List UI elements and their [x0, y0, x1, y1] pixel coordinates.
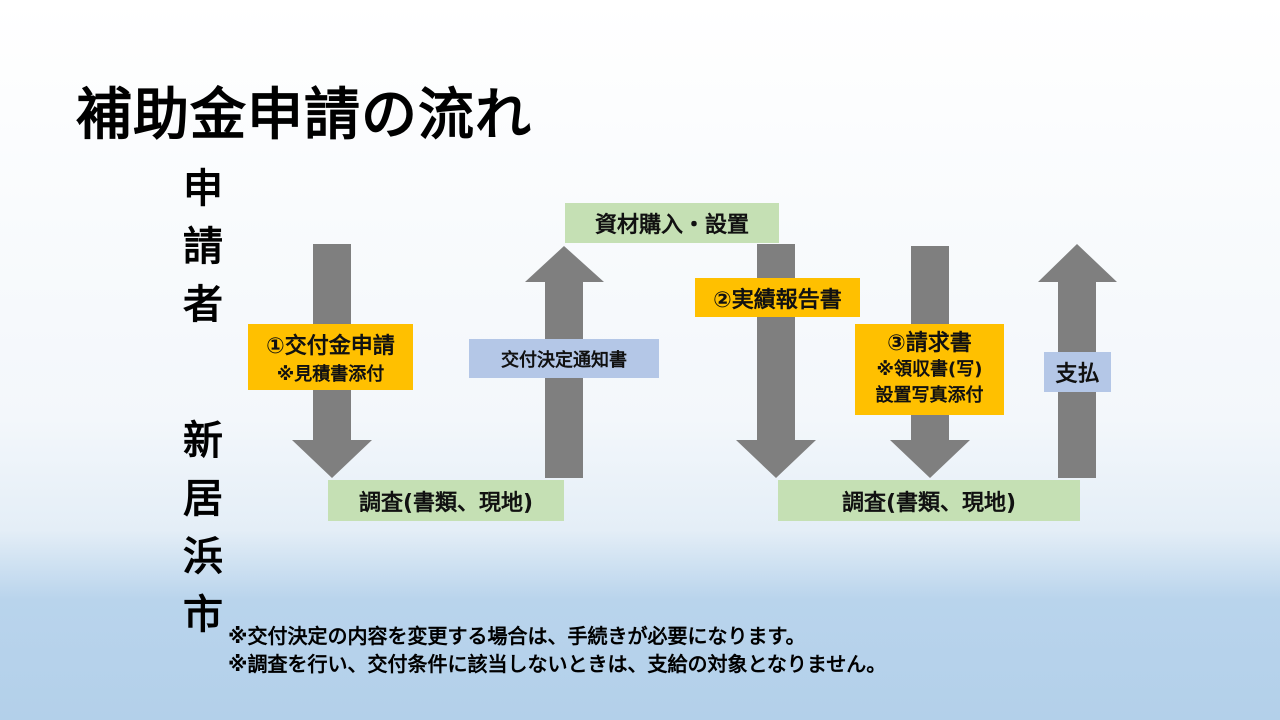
lane-char: 居 — [183, 476, 223, 522]
lane-label-city: 新 居 浜 市 — [178, 412, 228, 644]
lane-char: 新 — [183, 418, 223, 464]
step-review-2: 調査(書類、現地) — [778, 480, 1080, 521]
note-line: ※調査を行い、交付条件に該当しないときは、支給の対象となりません。 — [228, 652, 887, 676]
arrow-down-report — [736, 244, 816, 478]
step-invoice: ③請求書 ※領収書(写) 設置写真添付 — [855, 324, 1004, 415]
lane-label-applicant: 申 請 者 — [178, 160, 228, 334]
step-application-note: ※見積書添付 — [276, 364, 385, 385]
step-purchase: 資材購入・設置 — [565, 203, 779, 243]
step-invoice-note-1: ※領収書(写) — [876, 358, 983, 380]
step-application: ①交付金申請 ※見積書添付 — [248, 324, 413, 390]
step-application-title: ①交付金申請 — [266, 334, 395, 359]
notes: ※交付決定の内容を変更する場合は、手続きが必要になります。 ※調査を行い、交付条… — [228, 622, 886, 678]
note-line: ※交付決定の内容を変更する場合は、手続きが必要になります。 — [228, 624, 806, 648]
step-report: ②実績報告書 — [695, 278, 860, 317]
lane-char: 者 — [183, 282, 223, 328]
lane-char: 請 — [183, 224, 223, 270]
lane-char: 市 — [183, 592, 223, 638]
page-title: 補助金申請の流れ — [76, 83, 532, 148]
lane-char: 申 — [183, 166, 223, 212]
step-payment: 支払 — [1044, 352, 1111, 392]
lane-char: 浜 — [183, 534, 223, 580]
step-invoice-title: ③請求書 — [887, 330, 972, 356]
step-review-1: 調査(書類、現地) — [328, 480, 564, 521]
step-invoice-note-2: 設置写真添付 — [875, 384, 984, 406]
step-decision: 交付決定通知書 — [469, 339, 659, 378]
